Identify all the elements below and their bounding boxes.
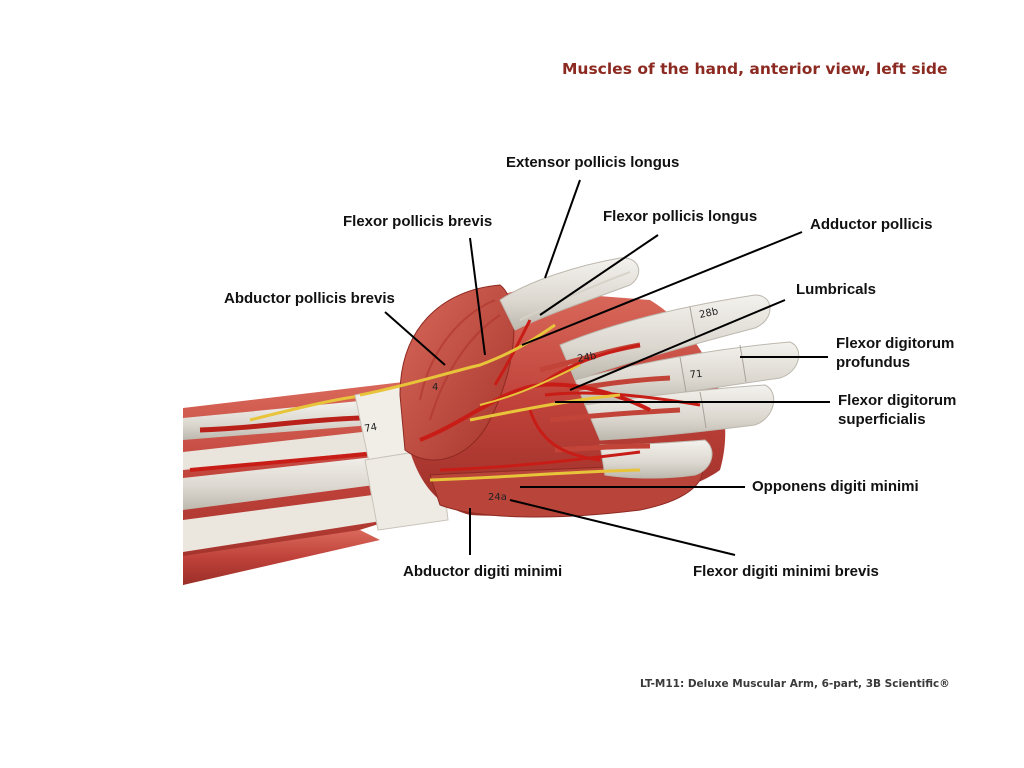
label-flexor-digitorum-profundus-line2: profundus — [836, 354, 911, 371]
label-flexor-pollicis-brevis: Flexor pollicis brevis — [343, 213, 493, 230]
nerves — [359, 323, 641, 482]
label-abductor-digiti-minimi: Abductor digiti minimi — [403, 563, 563, 580]
leader-lines — [384, 179, 830, 556]
label-flexor-digitorum-superficialis-line1: Flexor digitorum — [838, 392, 957, 409]
model-mark: 4 — [432, 382, 438, 393]
model-mark: 24a — [488, 492, 507, 503]
label-flexor-pollicis-longus: Flexor pollicis longus — [603, 208, 758, 225]
label-flexor-digitorum-superficialis-line2: superficialis — [838, 411, 926, 428]
label-adductor-pollicis: Adductor pollicis — [810, 216, 933, 233]
figure-title: Muscles of the hand, anterior view, left… — [562, 60, 948, 78]
label-abductor-pollicis-brevis: Abductor pollicis brevis — [224, 290, 395, 307]
model-mark: 74 — [364, 422, 378, 435]
label-flexor-digitorum-profundus: Flexor digitorum profundus — [836, 334, 954, 372]
label-flexor-digiti-minimi-brevis: Flexor digiti minimi brevis — [693, 563, 879, 580]
model-mark: 24b — [577, 351, 598, 365]
label-lumbricals: Lumbricals — [796, 281, 877, 298]
model-credit: LT-M11: Deluxe Muscular Arm, 6-part, 3B … — [640, 678, 950, 690]
label-flexor-digitorum-superficialis: Flexor digitorum superficialis — [838, 391, 956, 429]
label-extensor-pollicis-longus: Extensor pollicis longus — [506, 154, 680, 171]
model-mark: 71 — [689, 369, 703, 381]
label-flexor-digitorum-profundus-line1: Flexor digitorum — [836, 335, 955, 352]
model-mark: 28b — [698, 306, 719, 321]
label-opponens-digiti-minimi: Opponens digiti minimi — [752, 478, 919, 495]
